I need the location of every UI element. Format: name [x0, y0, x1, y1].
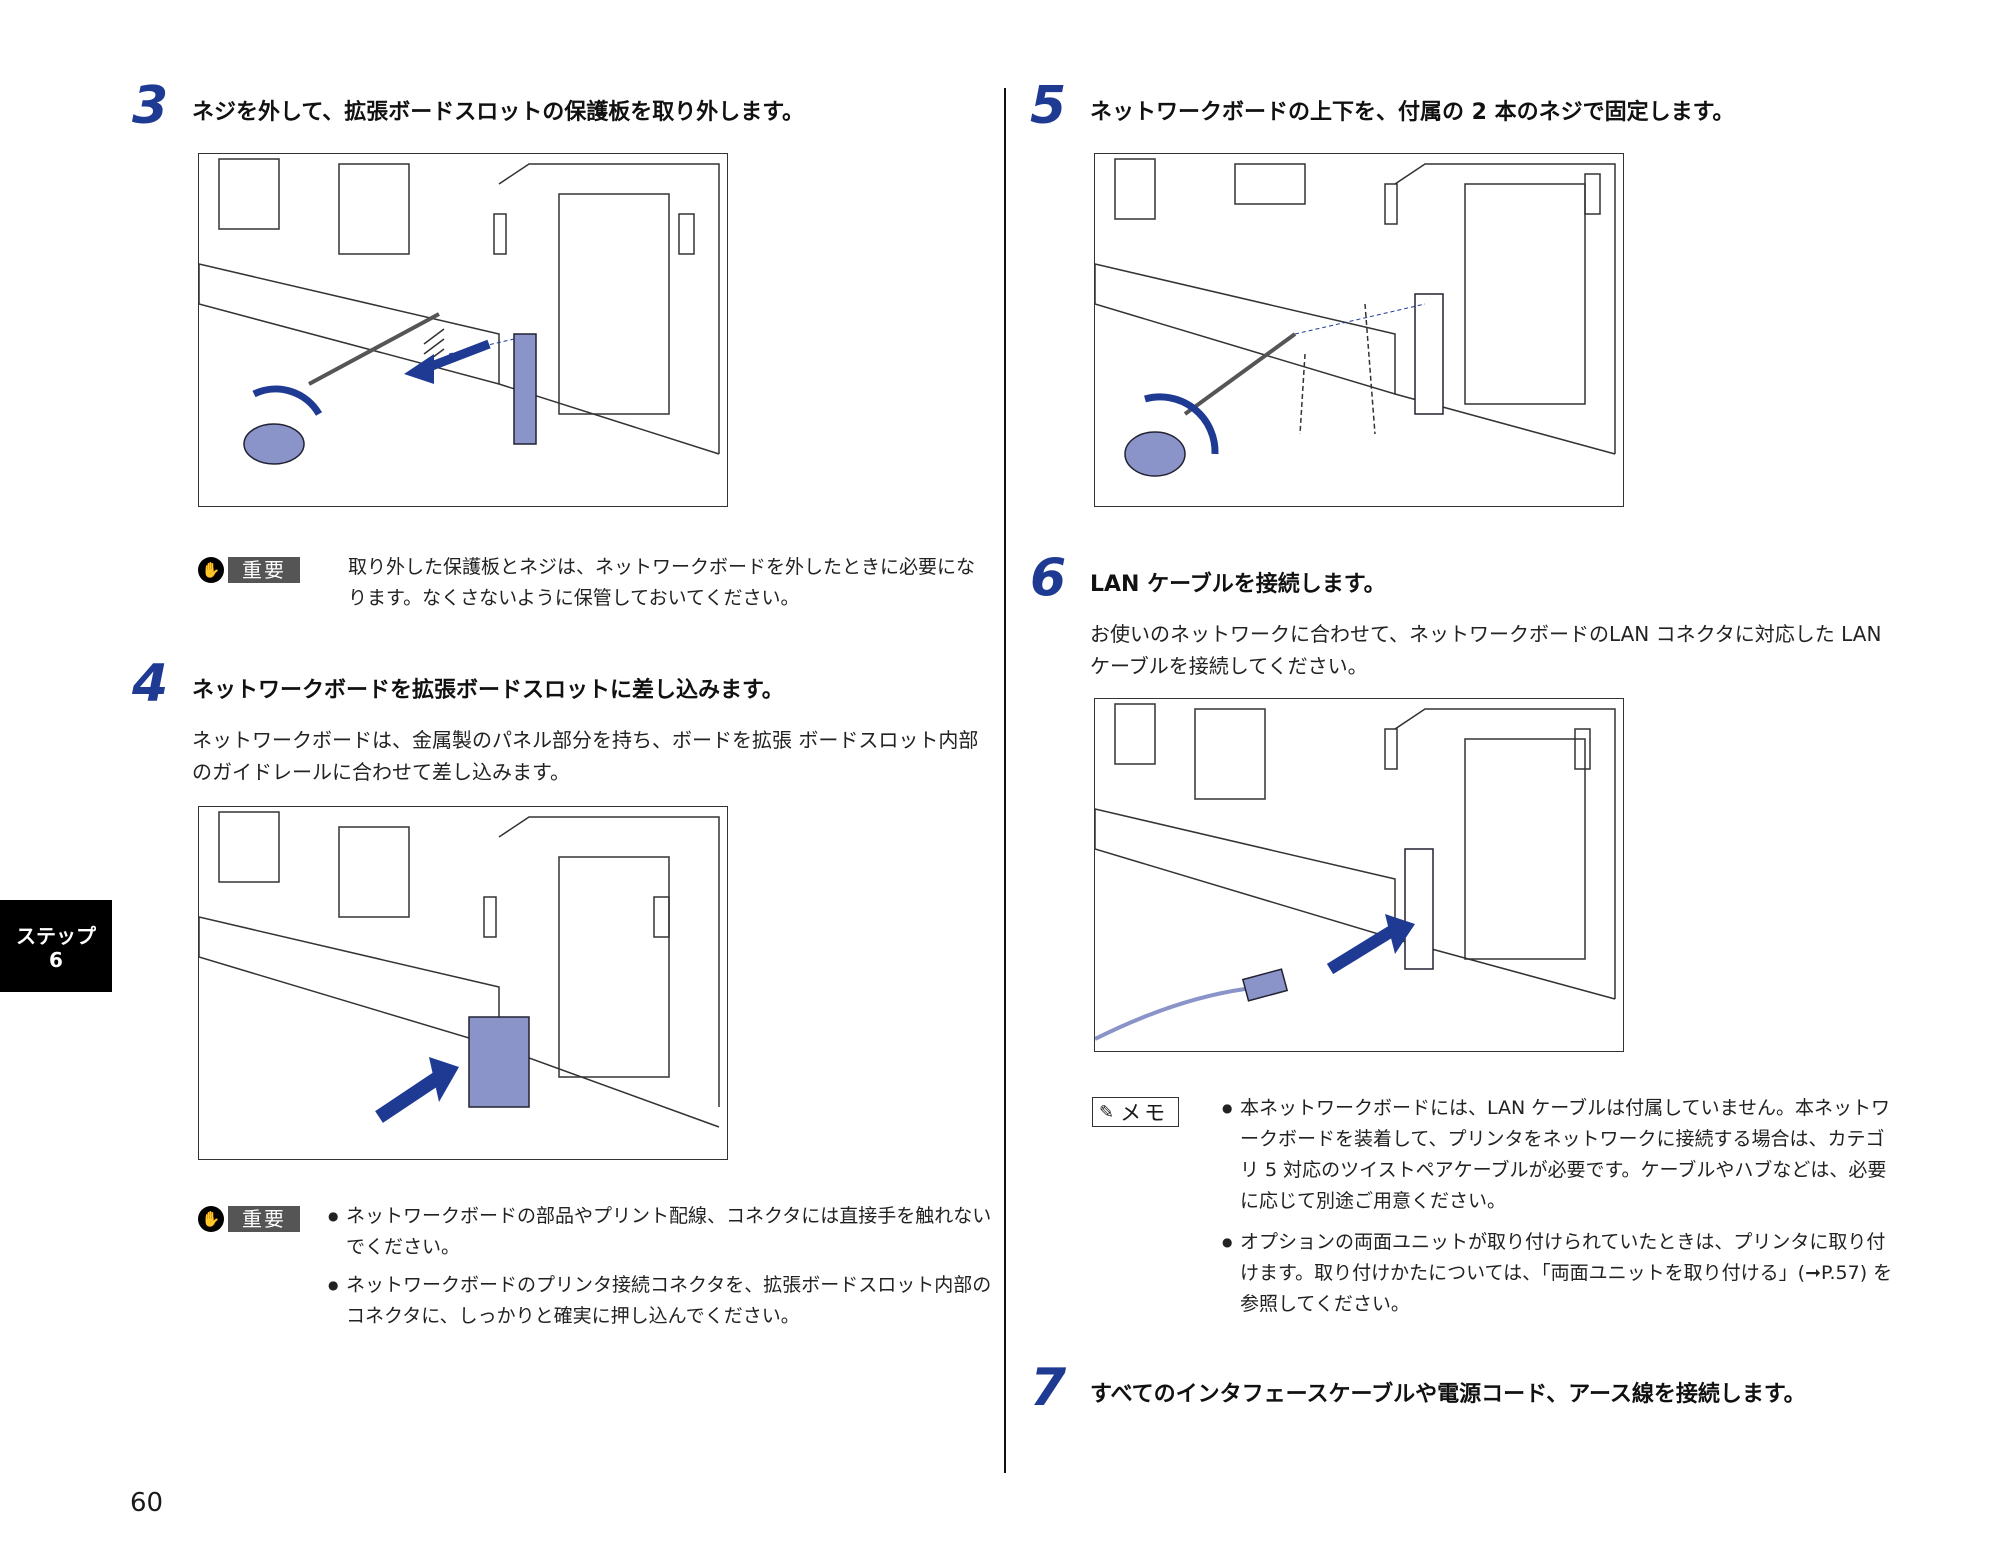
figure-insert-network-board	[198, 806, 728, 1160]
step-title-3: ネジを外して、拡張ボードスロットの保護板を取り外します。	[192, 100, 805, 125]
step-number-7: 7	[1030, 1358, 1066, 1418]
step-number-6: 6	[1030, 548, 1066, 608]
memo-item-1: 本ネットワークボードには、LAN ケーブルは付属していません。本ネットワークボー…	[1222, 1093, 1900, 1217]
hand-stop-icon: ✋	[198, 557, 224, 583]
important-note-1: 取り外した保護板とネジは、ネットワークボードを外したときに必要になります。なくさ…	[348, 556, 976, 609]
column-divider	[1004, 88, 1006, 1473]
figure-fix-board-screws	[1094, 153, 1624, 507]
figure-remove-cover-plate	[198, 153, 728, 507]
important-note-2-item-2: ネットワークボードのプリンタ接続コネクタを、拡張ボードスロット内部のコネクタに、…	[328, 1270, 1006, 1332]
step-number-4: 4	[132, 654, 168, 714]
page-number: 60	[130, 1488, 164, 1518]
step-title-7: すべてのインタフェースケーブルや電源コード、アース線を接続します。	[1090, 1382, 1806, 1407]
step-title-6: LAN ケーブルを接続します。	[1090, 572, 1386, 597]
pencil-icon: ✎	[1099, 1101, 1115, 1123]
important-note-2-item-1: ネットワークボードの部品やプリント配線、コネクタには直接手を触れないでください。	[328, 1201, 1006, 1263]
step-number-3: 3	[132, 76, 168, 136]
memo-item-2: オプションの両面ユニットが取り付けられていたときは、プリンタに取り付けます。取り…	[1222, 1227, 1900, 1320]
step-number-5: 5	[1030, 76, 1066, 136]
step-title-5: ネットワークボードの上下を、付属の 2 本のネジで固定します。	[1090, 100, 1735, 125]
memo-label: ✎ メモ	[1092, 1097, 1180, 1127]
figure-connect-lan-cable	[1094, 698, 1624, 1052]
important-label-2: ✋ 重要	[198, 1205, 300, 1233]
important-label-1: ✋ 重要	[198, 556, 300, 584]
step-title-4: ネットワークボードを拡張ボードスロットに差し込みます。	[192, 678, 784, 703]
hand-stop-icon: ✋	[198, 1206, 224, 1232]
step-body-4: ネットワークボードは、金属製のパネル部分を持ち、ボードを拡張 ボードスロット内部…	[192, 728, 979, 784]
step-body-6: お使いのネットワークに合わせて、ネットワークボードのLAN コネクタに対応した …	[1090, 622, 1882, 678]
